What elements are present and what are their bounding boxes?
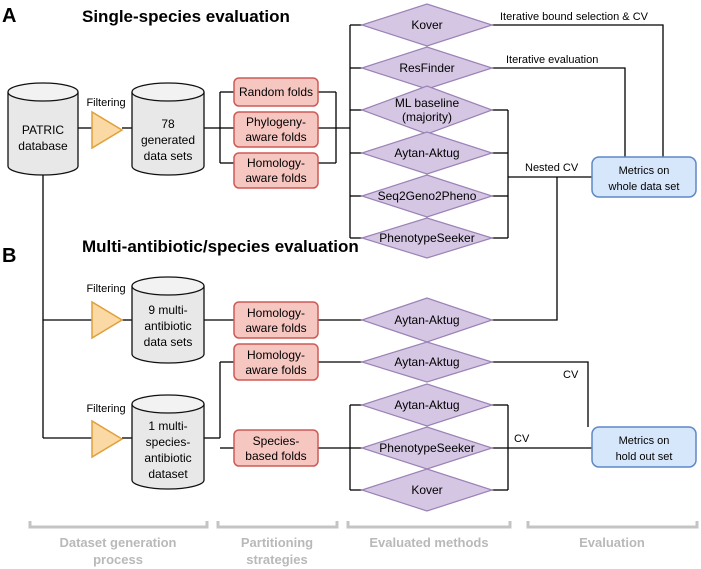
panel-a-title: Single-species evaluation <box>82 7 290 26</box>
database-label-line1: PATRIC <box>22 123 65 137</box>
aytan-b2-label: Aytan-Aktug <box>394 355 459 369</box>
species-folds-line1: Species- <box>253 434 300 448</box>
footer-evaluated-methods: Evaluated methods <box>369 535 488 550</box>
phenotypeseeker-b-diamond: PhenotypeSeeker <box>360 426 494 470</box>
metrics-whole-box: Metrics on whole data set <box>591 156 697 198</box>
dataset-b2-line4: dataset <box>148 467 188 481</box>
dataset-a-line2: generated <box>141 133 195 147</box>
aytan-aktug-b2-diamond: Aytan-Aktug <box>359 341 495 383</box>
dataset-b1-line3: data sets <box>144 335 193 349</box>
aytan-aktug-b1-diamond: Aytan-Aktug <box>360 297 494 343</box>
ml-baseline-diamond: ML baseline (majority) <box>360 85 494 135</box>
panel-b-letter: B <box>2 245 16 267</box>
filter-b2: Filtering <box>86 403 126 459</box>
random-folds-box: Random folds <box>233 77 319 107</box>
metrics-whole-line2: whole data set <box>608 181 680 193</box>
species-folds-box: Species- based folds <box>233 429 319 467</box>
aytan-b3-label: Aytan-Aktug <box>394 398 459 412</box>
homology-a-line2: aware folds <box>245 171 306 185</box>
dataset-b2-line3: antibiotic <box>144 451 191 465</box>
species-folds-line2: based folds <box>245 449 306 463</box>
panel-a-letter: A <box>2 5 16 27</box>
phylogeny-folds-line2: aware folds <box>245 130 306 144</box>
dataset-a-line3: data sets <box>144 149 193 163</box>
homology-folds-b2-box: Homology- aware folds <box>233 343 319 381</box>
footer-dataset-generation-line2: process <box>93 552 143 567</box>
kover-b-label: Kover <box>411 483 442 497</box>
homology-folds-b1-box: Homology- aware folds <box>233 301 319 339</box>
metrics-holdout-line2: hold out set <box>616 451 673 463</box>
metrics-holdout-line1: Metrics on <box>619 435 670 447</box>
resfinder-label: ResFinder <box>399 61 454 75</box>
ml-baseline-line2: (majority) <box>402 110 452 124</box>
seq2geno2pheno-diamond: Seq2Geno2Pheno <box>360 174 494 218</box>
footer-partitioning-line2: strategies <box>246 552 307 567</box>
metrics-holdout-box: Metrics on hold out set <box>591 426 697 468</box>
dataset-a-line1: 78 <box>161 117 175 131</box>
kover-a-diamond: Kover <box>360 3 494 47</box>
random-folds-label: Random folds <box>239 85 313 99</box>
homology-b2-line2: aware folds <box>245 363 306 377</box>
iterative-evaluation-label: Iterative evaluation <box>506 54 598 66</box>
seq2geno-label: Seq2Geno2Pheno <box>378 189 477 203</box>
phylogeny-folds-box: Phylogeny- aware folds <box>233 111 319 148</box>
kover-a-label: Kover <box>411 18 442 32</box>
aytan-aktug-b3-diamond: Aytan-Aktug <box>360 383 494 427</box>
metrics-whole-line1: Metrics on <box>619 165 670 177</box>
aytan-aktug-a-diamond: Aytan-Aktug <box>360 131 494 175</box>
kover-b-diamond: Kover <box>360 468 494 512</box>
homology-b1-line1: Homology- <box>247 306 305 320</box>
filter-b1: Filtering <box>86 283 126 340</box>
dataset-b1-line1: 9 multi- <box>148 303 187 317</box>
resfinder-diamond: ResFinder <box>360 46 494 90</box>
phenotypeseeker-a-diamond: PhenotypeSeeker <box>359 217 495 259</box>
footer-evaluation: Evaluation <box>579 535 645 550</box>
filtering-label-b1: Filtering <box>86 283 125 295</box>
footer-brackets <box>28 521 699 529</box>
dataset-9-cylinder: 9 multi- antibiotic data sets <box>131 276 205 364</box>
database-label-line2: database <box>18 139 68 153</box>
aytan-a-label: Aytan-Aktug <box>394 146 459 160</box>
panel-b-title: Multi-antibiotic/species evaluation <box>82 237 359 256</box>
footer-partitioning-line1: Partitioning <box>241 535 313 550</box>
phenotypeseeker-b-label: PhenotypeSeeker <box>379 441 474 455</box>
homology-b2-line1: Homology- <box>247 348 305 362</box>
homology-folds-a-box: Homology- aware folds <box>233 152 319 189</box>
ml-baseline-line1: ML baseline <box>395 96 460 110</box>
patric-database-cylinder: PATRIC database <box>7 82 79 176</box>
dataset-78-cylinder: 78 generated data sets <box>131 82 205 176</box>
phenotypeseeker-a-label: PhenotypeSeeker <box>379 231 474 245</box>
filtering-label-a: Filtering <box>86 97 125 109</box>
dataset-b1-line2: antibiotic <box>144 319 191 333</box>
homology-b1-line2: aware folds <box>245 321 306 335</box>
phylogeny-folds-line1: Phylogeny- <box>246 115 306 129</box>
nested-cv-label: Nested CV <box>525 162 579 174</box>
footer-dataset-generation-line1: Dataset generation <box>59 535 176 550</box>
aytan-b1-label: Aytan-Aktug <box>394 313 459 327</box>
cv-upper-label: CV <box>563 369 579 381</box>
cv-lower-label: CV <box>514 433 530 445</box>
dataset-b2-line1: 1 multi- <box>148 419 187 433</box>
dataset-b2-line2: species- <box>146 435 191 449</box>
iterative-bound-label: Iterative bound selection & CV <box>500 11 649 23</box>
filtering-label-b2: Filtering <box>86 403 125 415</box>
dataset-1-cylinder: 1 multi- species- antibiotic dataset <box>131 394 205 490</box>
homology-a-line1: Homology- <box>247 156 305 170</box>
filter-a: Filtering <box>86 97 126 150</box>
